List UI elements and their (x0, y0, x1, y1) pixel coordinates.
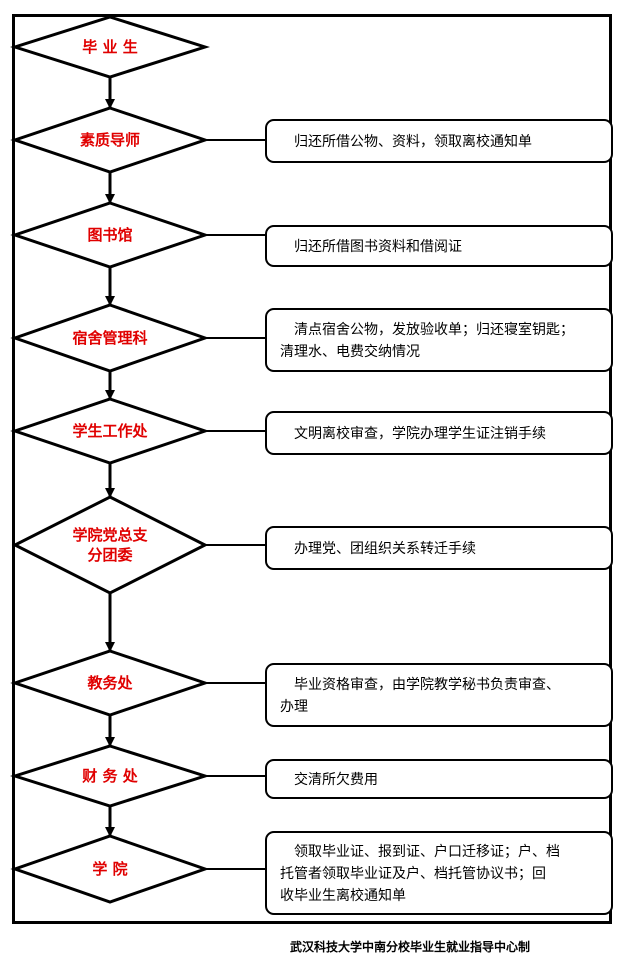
step-diamond (10, 744, 210, 808)
note-text: 托管者领取毕业证及户、档托管协议书；回 (280, 865, 546, 882)
note-box (265, 308, 613, 372)
note-box (265, 663, 613, 727)
step-label: 宿舍管理科 (72, 329, 147, 347)
flow-step: 财 务 处 交清所欠费用 (10, 744, 613, 808)
step-diamond (10, 303, 210, 373)
note-text: 归还所借图书资料和借阅证 (294, 238, 462, 255)
step-label: 学 院 (92, 860, 127, 878)
step-label: 图书馆 (87, 226, 132, 244)
note-text: 清理水、电费交纳情况 (280, 343, 420, 360)
step-diamond (10, 649, 210, 717)
flow-step: 宿舍管理科 清点宿舍公物，发放验收单；归还寝室钥匙； 清理水、电费交纳情况 (10, 303, 613, 373)
note-text: 办理党、团组织关系转迁手续 (294, 540, 476, 557)
step-label: 教务处 (86, 674, 133, 692)
flow-step: 学 院 领取毕业证、报到证、户口迁移证；户、档托管者领取毕业证及户、档托管协议书；… (10, 831, 613, 915)
note-box (265, 225, 613, 267)
note-text: 文明离校审查，学院办理学生证注销手续 (294, 425, 546, 442)
step-diamond (11, 495, 209, 595)
note-text: 收毕业生离校通知单 (280, 887, 406, 904)
note-box (265, 759, 613, 799)
step-label: 财 务 处 (82, 767, 138, 785)
step-diamond (10, 106, 210, 174)
step-label: 分团委 (87, 546, 132, 564)
step-label: 毕 业 生 (82, 38, 137, 56)
flow-step: 素质导师 归还所借公物、资料，领取离校通知单 (10, 106, 613, 174)
flow-step: 毕 业 生 (10, 15, 210, 79)
note-text: 领取毕业证、报到证、户口迁移证；户、档 (294, 843, 560, 860)
footer-credit: 武汉科技大学中南分校毕业生就业指导中心制 (290, 940, 531, 954)
step-diamond (10, 834, 210, 904)
step-diamond (10, 397, 210, 465)
flow-step: 教务处 毕业资格审查，由学院教学秘书负责审查、办理 (10, 649, 613, 727)
note-text: 毕业资格审查，由学院教学秘书负责审查、 (294, 677, 560, 693)
step-diamond (10, 15, 210, 79)
note-box (265, 119, 613, 163)
note-box (265, 526, 613, 570)
note-box (265, 831, 613, 915)
step-label: 学院党总支 (72, 526, 148, 544)
note-box (265, 411, 613, 455)
note-text: 办理 (280, 699, 308, 715)
flow-step: 学生工作处 文明离校审查，学院办理学生证注销手续 (10, 397, 613, 465)
note-text: 交清所欠费用 (294, 771, 378, 788)
step-label: 素质导师 (80, 131, 140, 149)
step-diamond (10, 201, 210, 269)
diagram-frame (12, 14, 612, 924)
note-text: 归还所借公物、资料，领取离校通知单 (294, 133, 532, 150)
note-text: 清点宿舍公物，发放验收单；归还寝室钥匙； (294, 321, 574, 338)
step-label: 学生工作处 (72, 422, 148, 440)
